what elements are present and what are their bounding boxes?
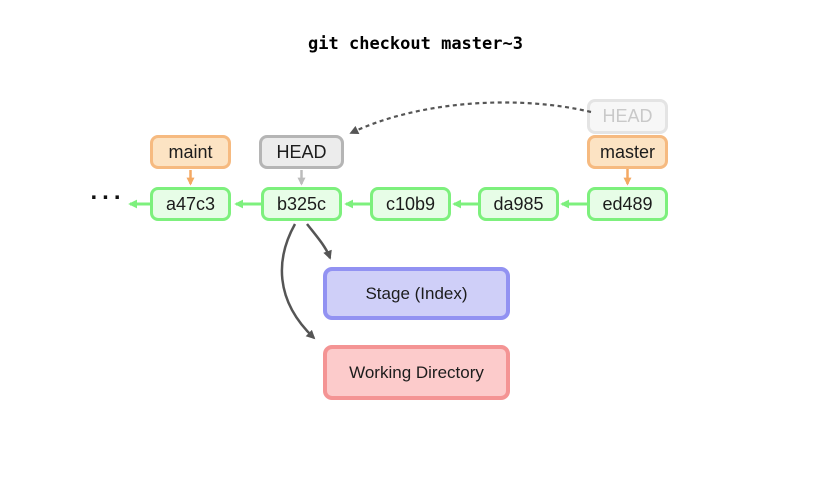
- commit-id: b325c: [276, 193, 327, 214]
- commit-id: c10b9: [385, 193, 436, 214]
- commit-node-ed489: ed489: [587, 187, 668, 221]
- branch-label-maint: maint: [150, 135, 231, 169]
- commit-node-c10b9: c10b9: [370, 187, 451, 221]
- checkout-to-stage-arrow: [306, 223, 332, 260]
- commit-id: ed489: [602, 193, 653, 214]
- commit-node-b325c: b325c: [261, 187, 342, 221]
- branch-label-maint-text: maint: [168, 141, 213, 162]
- stage-index-box: Stage (Index): [323, 267, 510, 320]
- commit-node-da985: da985: [478, 187, 559, 221]
- head-label-previous: HEAD: [587, 99, 668, 134]
- head-label-previous-text: HEAD: [602, 106, 653, 126]
- commit-id: a47c3: [165, 193, 216, 214]
- working-directory-label: Working Directory: [349, 362, 484, 382]
- commit-node-a47c3: a47c3: [150, 187, 231, 221]
- head-label-text: HEAD: [276, 141, 327, 162]
- branch-label-master: master: [587, 135, 668, 169]
- head-move-dashed-arrow: [349, 101, 592, 134]
- diagram-title: git checkout master~3: [308, 34, 523, 54]
- stage-index-label: Stage (Index): [365, 283, 468, 303]
- history-ellipsis: ...: [90, 178, 126, 205]
- commit-id: da985: [493, 193, 544, 214]
- working-directory-box: Working Directory: [323, 345, 510, 400]
- checkout-to-working-directory-arrow: [280, 223, 316, 340]
- branch-label-master-text: master: [599, 141, 655, 162]
- head-label: HEAD: [259, 135, 344, 169]
